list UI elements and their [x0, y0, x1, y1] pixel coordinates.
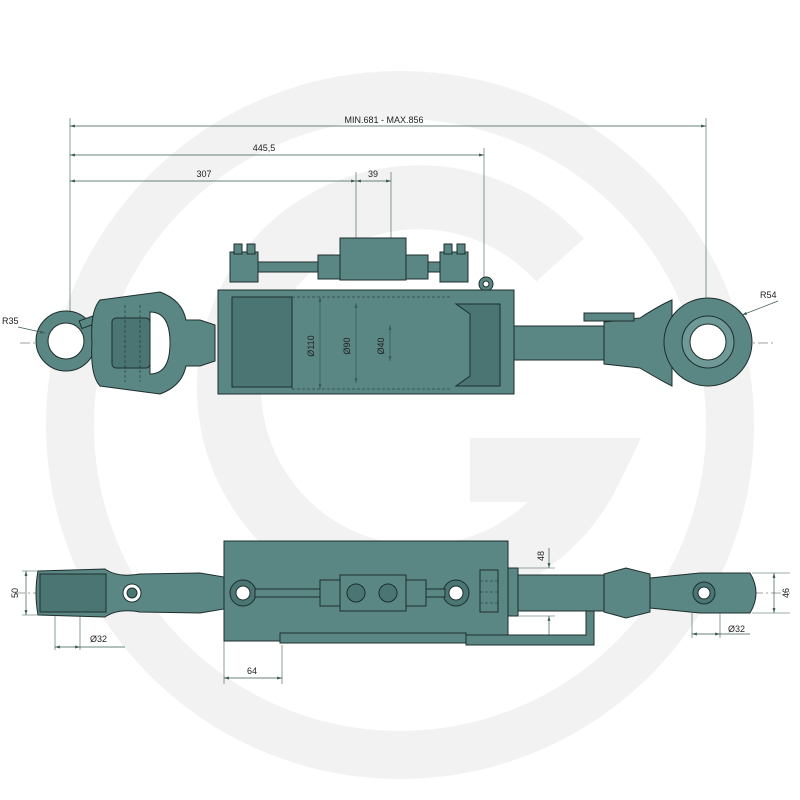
top-valve-block: [229, 237, 494, 292]
bottom-left-fork: [35, 568, 225, 618]
right-ball-eye: [663, 297, 753, 387]
dia-90-label: Ø90: [342, 337, 352, 354]
dimension-48: 48: [518, 548, 555, 636]
dim-64-label: 64: [247, 666, 257, 676]
dim-50-label: 50: [10, 588, 20, 598]
bottom-rod: [517, 567, 757, 619]
left-fork: [91, 291, 216, 395]
radius-right-label: R54: [760, 290, 777, 300]
dimension-dia-32-left: Ø32: [54, 615, 125, 650]
top-view: MIN.681 - MAX.856 445,5 307 39: [2, 115, 779, 395]
dia-40-label: Ø40: [376, 337, 386, 354]
dim-48-label: 48: [536, 551, 546, 561]
bottom-view: 50 48 46 Ø32: [10, 540, 791, 684]
dim-307-label: 307: [196, 169, 211, 179]
dia-32-left-label: Ø32: [90, 634, 107, 644]
left-ball-eye: [35, 310, 98, 372]
main-cylinder: Ø110 Ø90 Ø40: [217, 289, 515, 395]
dia-32-right-label: Ø32: [728, 624, 745, 634]
dimension-46: 46: [752, 572, 791, 614]
bottom-cylinder: [223, 540, 519, 642]
dim-overall-label: MIN.681 - MAX.856: [344, 115, 423, 125]
dimension-445: 445,5: [70, 143, 485, 280]
piston-rod: [513, 299, 673, 387]
dim-445-label: 445,5: [253, 143, 276, 153]
dimension-dia-32-right: Ø32: [691, 613, 750, 638]
dia-110-label: Ø110: [306, 335, 316, 356]
watermark-logo: [46, 71, 754, 779]
dimension-50: 50: [10, 570, 40, 616]
dim-39-label: 39: [368, 169, 378, 179]
dimension-64: 64: [223, 641, 283, 684]
radius-left-label: R35: [2, 316, 19, 326]
dim-46-label: 46: [781, 588, 791, 598]
